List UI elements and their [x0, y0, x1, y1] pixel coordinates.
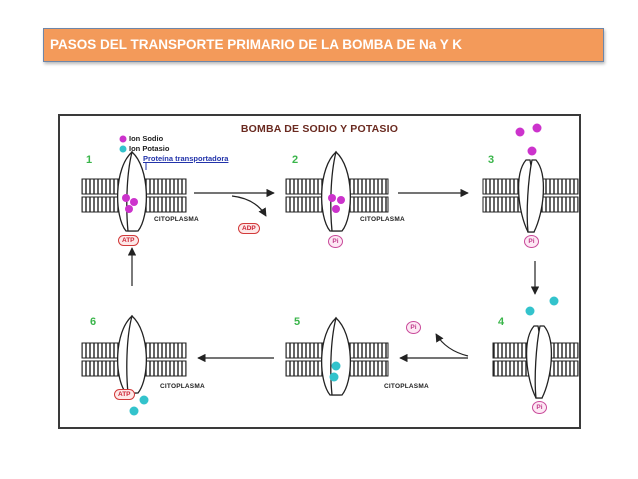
legend-potassium-dot — [119, 145, 127, 153]
sodium-ion — [527, 146, 537, 156]
pi-badge-step-3: Pi — [524, 235, 539, 248]
sodium-ion — [125, 205, 133, 213]
legend-potassium: Ion Potasio — [129, 144, 169, 153]
cytoplasm-label-6: CITOPLASMA — [160, 383, 205, 390]
sodium-ion — [328, 194, 336, 202]
legend-sodium: Ion Sodio — [129, 134, 163, 143]
figure-title: BOMBA DE SODIO Y POTASIO — [240, 123, 399, 135]
legend-potassium-label: Ion Potasio — [129, 144, 170, 153]
atp-badge-step-1: ATP — [118, 235, 139, 246]
cytoplasm-label-5: CITOPLASMA — [384, 383, 429, 390]
sodium-ion — [515, 127, 525, 137]
potassium-ion — [329, 372, 339, 382]
potassium-ion — [139, 395, 149, 405]
diagram-canvas — [81, 123, 579, 416]
slide-title: PASOS DEL TRANSPORTE PRIMARIO DE LA BOMB… — [43, 28, 604, 62]
legend-sodium-dot — [119, 135, 127, 143]
pi-badge-step-2: Pi — [328, 235, 343, 248]
transport-protein-step-1 — [117, 150, 147, 232]
step-number-4: 4 — [498, 316, 505, 328]
sodium-ion — [122, 194, 130, 202]
atp-badge-step-6: ATP — [114, 389, 135, 400]
cytoplasm-label-1: CITOPLASMA — [154, 216, 199, 223]
sodium-ion — [130, 198, 138, 206]
adp-badge: ADP — [238, 223, 260, 234]
transport-protein-step-3 — [517, 159, 545, 233]
sodium-potassium-pump-diagram: BOMBA DE SODIO Y POTASIO Ion Sodio Ion P… — [58, 114, 581, 429]
transport-protein-step-5 — [321, 316, 351, 396]
cytoplasm-label-2: CITOPLASMA — [360, 216, 405, 223]
step-number-6: 6 — [90, 316, 97, 328]
potassium-ions — [129, 296, 559, 416]
step-number-3: 3 — [488, 154, 495, 166]
adp-release-arrow — [231, 195, 267, 217]
transport-protein-step-6 — [117, 314, 147, 394]
protein-label: Proteína transportadora — [143, 154, 229, 163]
transport-protein-step-4 — [525, 325, 553, 399]
sodium-ion — [337, 196, 345, 204]
legend-sodium-label: Ion Sodio — [129, 134, 164, 143]
step-number-2: 2 — [292, 154, 299, 166]
transport-protein-step-2 — [321, 150, 351, 232]
pi-badge-step-4: Pi — [532, 401, 547, 414]
pi-release-arrow — [435, 333, 469, 357]
potassium-ion — [549, 296, 559, 306]
potassium-ion — [331, 361, 341, 371]
pi-badge-released: Pi — [406, 321, 421, 334]
potassium-ion — [129, 406, 139, 416]
process-arrows — [127, 188, 540, 363]
potassium-ion — [525, 306, 535, 316]
sodium-ions — [122, 123, 542, 213]
step-number-5: 5 — [294, 316, 301, 328]
step-number-1: 1 — [86, 154, 93, 166]
sodium-ion — [332, 205, 340, 213]
sodium-ion — [532, 123, 542, 133]
